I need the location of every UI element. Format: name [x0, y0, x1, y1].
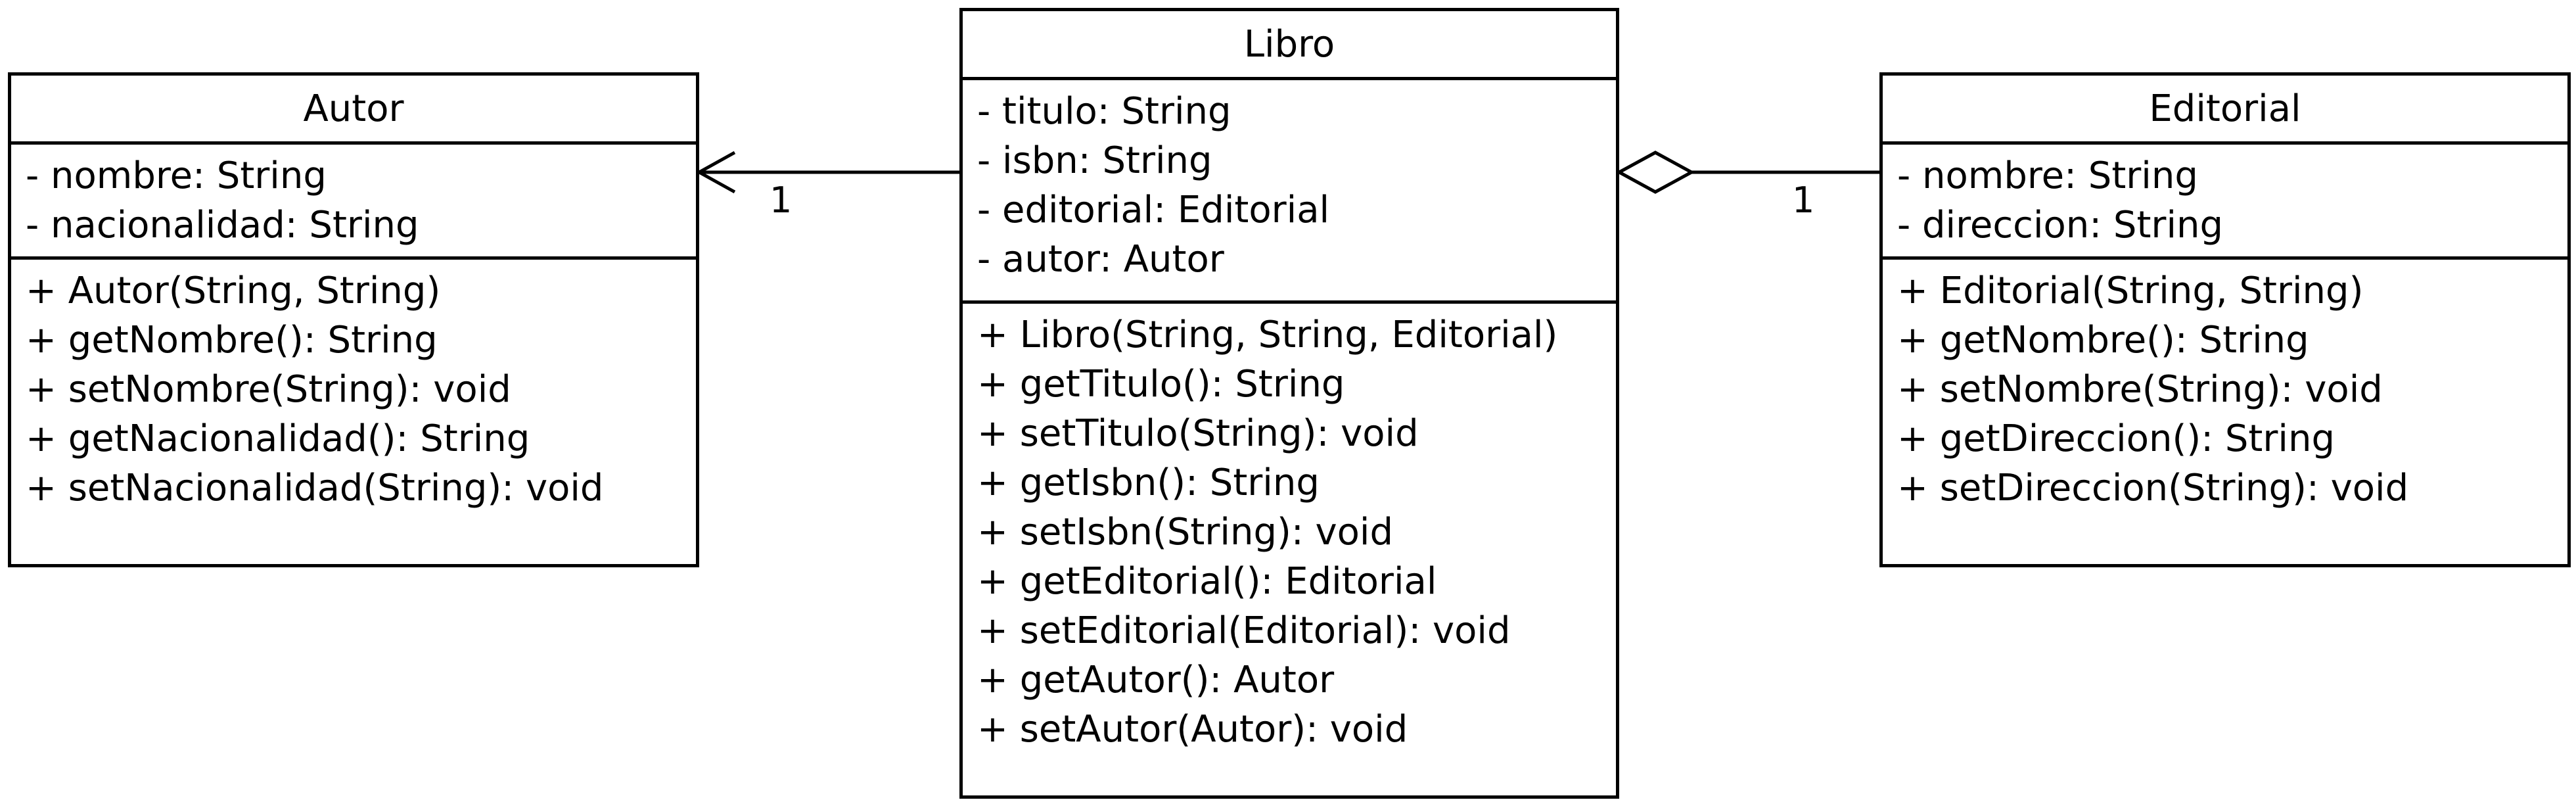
class-box-libro: Libro - titulo: String - isbn: String - … [959, 8, 1619, 799]
attribute-line: - titulo: String [977, 90, 1231, 133]
operation-line: + setTitulo(String): void [977, 412, 1419, 455]
class-box-editorial: Editorial - nombre: String - direccion: … [1879, 72, 2571, 567]
operation-line: + getNombre(): String [26, 319, 438, 362]
operation-line: + setDireccion(String): void [1897, 467, 2409, 509]
operation-line: + getTitulo(): String [977, 363, 1345, 406]
operation-line: + setNacionalidad(String): void [26, 467, 604, 509]
operation-line: + getAutor(): Autor [977, 659, 1335, 701]
operations-section-autor: + Autor(String, String) + getNombre(): S… [11, 260, 696, 564]
attribute-line: - autor: Autor [977, 238, 1224, 281]
operations-section-libro: + Libro(String, String, Editorial) + get… [963, 304, 1616, 795]
editorial-multiplicity-label: 1 [1792, 179, 1815, 221]
class-name-autor: Autor [11, 76, 696, 145]
attributes-section-editorial: - nombre: String - direccion: String [1883, 145, 2567, 260]
operation-line: + Libro(String, String, Editorial) [977, 314, 1558, 356]
operation-line: + setNombre(String): void [1897, 368, 2383, 411]
operation-line: + getIsbn(): String [977, 461, 1320, 504]
operation-line: + getNombre(): String [1897, 319, 2309, 362]
attributes-section-libro: - titulo: String - isbn: String - editor… [963, 80, 1616, 304]
aggregation-diamond-icon [1615, 151, 1695, 194]
attribute-line: - nombre: String [1897, 154, 2198, 197]
attribute-line: - nombre: String [26, 154, 327, 197]
operation-line: + Autor(String, String) [26, 270, 441, 312]
operation-line: + Editorial(String, String) [1897, 270, 2364, 312]
open-arrowhead-icon [695, 151, 736, 194]
operations-section-editorial: + Editorial(String, String) + getNombre(… [1883, 260, 2567, 564]
class-box-autor: Autor - nombre: String - nacionalidad: S… [8, 72, 699, 567]
class-name-libro: Libro [963, 11, 1616, 80]
attribute-line: - editorial: Editorial [977, 189, 1330, 231]
autor-multiplicity-label: 1 [770, 179, 793, 221]
attribute-line: - direccion: String [1897, 204, 2224, 247]
operation-line: + setEditorial(Editorial): void [977, 609, 1511, 652]
operation-line: + getEditorial(): Editorial [977, 560, 1437, 603]
operation-line: + setNombre(String): void [26, 368, 511, 411]
operation-line: + getDireccion(): String [1897, 417, 2335, 460]
attribute-line: - isbn: String [977, 139, 1212, 182]
operation-line: + getNacionalidad(): String [26, 417, 530, 460]
attribute-line: - nacionalidad: String [26, 204, 419, 247]
attributes-section-autor: - nombre: String - nacionalidad: String [11, 145, 696, 260]
operation-line: + setAutor(Autor): void [977, 708, 1408, 751]
class-name-editorial: Editorial [1883, 76, 2567, 145]
operation-line: + setIsbn(String): void [977, 511, 1394, 554]
